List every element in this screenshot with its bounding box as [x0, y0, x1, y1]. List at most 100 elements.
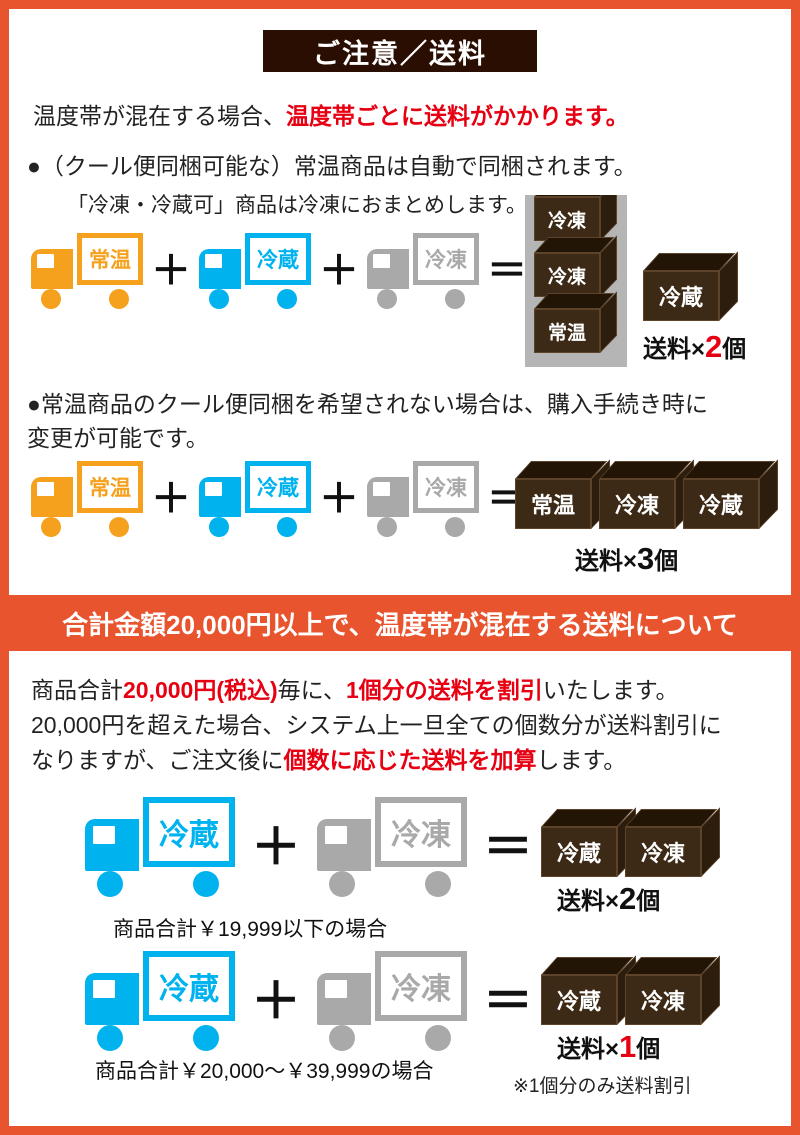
box-temp-label: 冷蔵 [556, 841, 601, 866]
case2-caption: 商品合計￥20,000〜￥39,999の場合 [95, 1060, 434, 1083]
plus-icon: ＋ [251, 973, 301, 1029]
truck-window [37, 254, 54, 268]
truck-cab [31, 249, 73, 289]
truck-wheel-icon [445, 517, 465, 537]
shipping-suffix: 個 [636, 1036, 661, 1063]
box-icon-frozen: 冷凍 [599, 459, 695, 529]
shipping-count-number: 3 [637, 541, 655, 576]
box-temp-label: 冷蔵 [658, 285, 703, 310]
plus-icon: ＋ [151, 477, 191, 521]
discount-paragraph: 商品合計20,000円(税込)毎に、1個分の送料を割引いたします。 20,000… [31, 673, 722, 778]
box-front-face: 冷蔵 [541, 975, 617, 1025]
shipping-prefix: 送料× [557, 888, 620, 915]
box-icon-frozen: 冷凍 [625, 955, 721, 1025]
box-temp-label: 冷凍 [547, 266, 586, 288]
box-front-face: 冷蔵 [541, 827, 617, 877]
rule1-bullet: ●（クール便同梱可能な）常温商品は自動で同梱されます。 [27, 153, 637, 179]
box-front-face: 冷凍 [534, 197, 600, 241]
truck-temp-label: 冷蔵 [257, 249, 299, 272]
box-front-face: 冷凍 [599, 479, 675, 529]
truck-icon-chilled: 冷蔵 [199, 461, 311, 537]
truck-cargo: 冷凍 [413, 233, 479, 285]
rule2-bullet: ●常温商品のクール便同梱を希望されない場合は、購入手続き時に変更が可能です。 [27, 387, 779, 455]
truck-cargo: 冷蔵 [245, 233, 311, 285]
truck-cab [85, 819, 139, 871]
plus-icon: ＋ [319, 249, 359, 293]
truck-cab [367, 477, 409, 517]
box-front-face: 常温 [515, 479, 591, 529]
truck-wheel-icon [445, 289, 465, 309]
equals-icon: ＝ [483, 819, 533, 875]
shipping-suffix: 個 [636, 888, 661, 915]
truck-cargo: 冷凍 [375, 797, 467, 867]
box-temp-label: 常温 [530, 493, 575, 518]
truck-cargo: 冷凍 [413, 461, 479, 513]
truck-cargo: 常温 [77, 233, 143, 285]
discount-section-banner: 合計金額20,000円以上で、温度帯が混在する送料について [9, 595, 791, 651]
truck-cargo: 常温 [77, 461, 143, 513]
truck-window [325, 826, 347, 844]
intro-highlight: 温度帯ごとに送料がかかります。 [286, 103, 629, 129]
truck-window [205, 254, 222, 268]
box-temp-label: 冷蔵 [556, 989, 601, 1014]
truck-temp-label: 冷凍 [425, 249, 467, 272]
rule2-bullet-line1: ●常温商品のクール便同梱を希望されない場合は、購入手続き時に [27, 391, 708, 417]
shipping-suffix: 個 [654, 548, 679, 575]
shipping-count: 送料×1個 [557, 1029, 660, 1065]
box-front-face: 冷蔵 [683, 479, 759, 529]
truck-icon-frozen: 冷凍 [367, 461, 479, 537]
truck-window [93, 980, 115, 998]
box-front-face: 冷凍 [625, 975, 701, 1025]
truck-cargo: 冷凍 [375, 951, 467, 1021]
result-boxes: 常温 冷凍 冷蔵 [515, 459, 779, 529]
truck-cargo: 冷蔵 [245, 461, 311, 513]
truck-wheel-icon [209, 517, 229, 537]
box-icon-chilled: 冷蔵 [683, 459, 779, 529]
shipping-count-number: 2 [705, 329, 723, 364]
truck-cab [367, 249, 409, 289]
truck-window [373, 482, 390, 496]
truck-cab [199, 477, 241, 517]
truck-temp-label: 冷凍 [425, 477, 467, 500]
truck-temp-label: 常温 [89, 477, 131, 500]
box-temp-label: 冷凍 [640, 989, 685, 1014]
shipping-count: 送料×2個 [643, 329, 746, 365]
truck-icon-room-temp: 常温 [31, 233, 143, 309]
truck-wheel-icon [41, 517, 61, 537]
discount-line2: 20,000円を超えた場合、システム上一旦全ての個数分が送料割引に [31, 712, 722, 738]
truck-wheel-icon [377, 517, 397, 537]
truck-cab [317, 973, 371, 1025]
truck-wheel-icon [209, 289, 229, 309]
truck-cargo: 冷蔵 [143, 951, 235, 1021]
truck-wheel-icon [193, 871, 219, 897]
truck-wheel-icon [41, 289, 61, 309]
intro-plain: 温度帯が混在する場合、 [33, 103, 286, 129]
box-icon-chilled: 冷蔵 [643, 251, 739, 321]
box-front-face: 常温 [534, 309, 600, 353]
shipping-count-number: 2 [619, 881, 637, 916]
shipping-count: 送料×2個 [557, 881, 660, 917]
plus-icon: ＋ [251, 819, 301, 875]
shipping-suffix: 個 [722, 336, 747, 363]
rule2-bullet-line2: 変更が可能です。 [27, 425, 209, 451]
truck-wheel-icon [425, 1025, 451, 1051]
truck-cab [85, 973, 139, 1025]
truck-window [37, 482, 54, 496]
truck-temp-label: 冷凍 [391, 819, 451, 852]
box-icon-chilled: 冷蔵 [541, 807, 637, 877]
equals-icon: ＝ [487, 249, 527, 293]
shipping-count: 送料×3個 [575, 541, 678, 577]
truck-window [325, 980, 347, 998]
truck-icon-frozen: 冷凍 [317, 951, 467, 1051]
equals-icon: ＝ [483, 973, 533, 1029]
discount-line3: なりますが、ご注文後に個数に応じた送料を加算します。 [31, 747, 627, 773]
case1-caption: 商品合計￥19,999以下の場合 [113, 918, 388, 941]
truck-wheel-icon [277, 517, 297, 537]
truck-cab [199, 249, 241, 289]
plus-icon: ＋ [319, 477, 359, 521]
box-front-face: 冷凍 [534, 253, 600, 297]
truck-temp-label: 冷蔵 [159, 819, 219, 852]
truck-window [373, 254, 390, 268]
truck-temp-label: 常温 [89, 249, 131, 272]
